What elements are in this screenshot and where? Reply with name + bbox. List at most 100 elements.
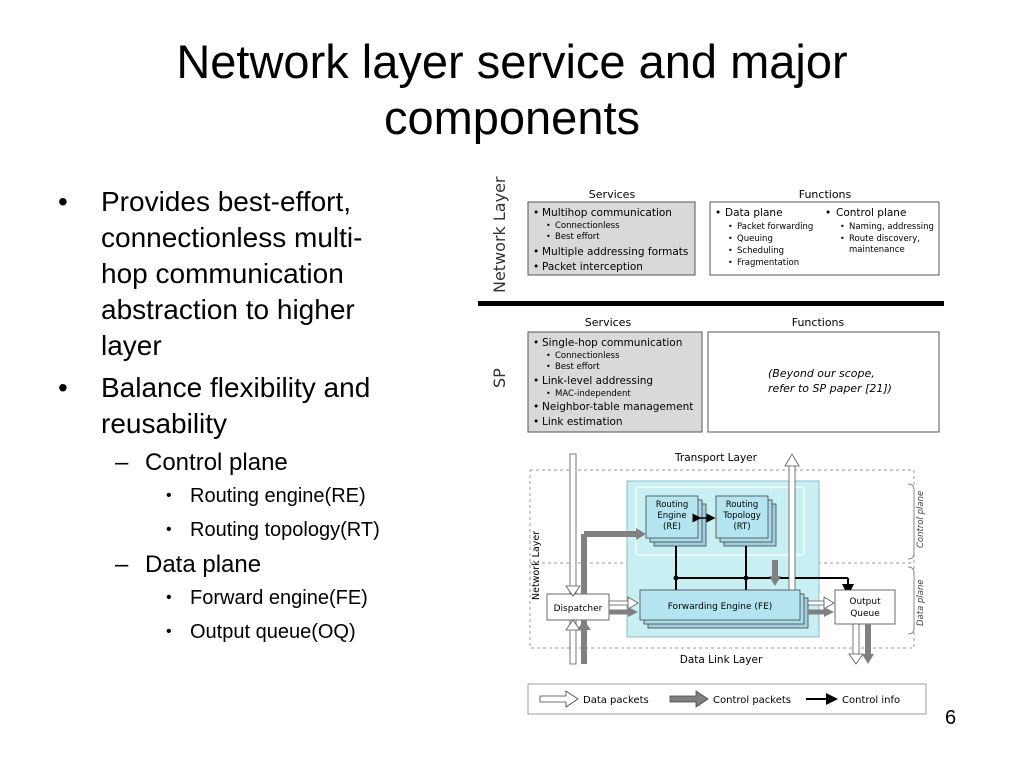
bullet-dot: • bbox=[533, 375, 539, 387]
bullet-best-effort: • Provides best-effort, connectionless m… bbox=[58, 184, 448, 364]
legend-control-info: Control info bbox=[842, 695, 900, 706]
functions-header: Functions bbox=[799, 188, 852, 201]
layer-separator bbox=[478, 301, 944, 306]
control-plane-label: Control plane bbox=[916, 491, 926, 548]
bullet-list: • Provides best-effort, connectionless m… bbox=[58, 184, 448, 652]
sp-service-4: Link estimation bbox=[542, 416, 623, 428]
nl-services-list: • Multihop communication • Connectionles… bbox=[533, 207, 688, 273]
data-packet-arrow bbox=[823, 596, 835, 610]
bullet-line: Balance flexibility and bbox=[101, 372, 371, 403]
nl-service-3: Packet interception bbox=[542, 261, 643, 273]
bullet-marker: • bbox=[166, 487, 172, 504]
nl-services-box bbox=[527, 201, 696, 276]
bullet-marker: • bbox=[166, 623, 172, 640]
sp-service-2: Link-level addressing bbox=[542, 375, 653, 387]
control-region-inner bbox=[635, 486, 805, 556]
sp-service-1: Single-hop communication bbox=[542, 337, 682, 349]
routing-topology-label: (RT) bbox=[733, 522, 750, 532]
bullet-dot: • bbox=[728, 258, 733, 267]
legend-data-packets: Data packets bbox=[583, 695, 649, 706]
dispatcher-label: Dispatcher bbox=[554, 604, 603, 614]
bullet-dot: • bbox=[533, 261, 539, 273]
routing-engine-box bbox=[645, 495, 699, 539]
item-output-queue: • Output queue(OQ) bbox=[58, 618, 448, 646]
bullet-line: hop communication bbox=[101, 258, 344, 289]
dash-marker: – bbox=[115, 449, 129, 476]
bullet-dot: • bbox=[533, 401, 539, 413]
data-packet-arrow bbox=[852, 623, 860, 657]
bullet-line: abstraction to higher bbox=[101, 294, 355, 325]
slide-title: Network layer service and major componen… bbox=[0, 34, 1024, 146]
junction-dot bbox=[743, 575, 749, 581]
output-queue-label: Queue bbox=[850, 609, 880, 619]
legend-box bbox=[527, 683, 927, 715]
nl-func-data-sub: Scheduling bbox=[737, 246, 784, 256]
output-queue-box bbox=[834, 589, 896, 625]
bullet-balance: • Balance flexibility and reusability bbox=[58, 370, 448, 442]
services-header: Services bbox=[589, 188, 636, 201]
bullet-dot: • bbox=[546, 221, 551, 230]
legend-data-arrow bbox=[539, 690, 579, 708]
bullet-line: Provides best-effort, bbox=[101, 186, 352, 217]
control-packet-arrow bbox=[862, 654, 874, 664]
routing-topology-label: Routing bbox=[726, 500, 759, 510]
bullet-dot: • bbox=[715, 207, 721, 219]
data-packet-arrow bbox=[569, 453, 577, 595]
bullet-dot: • bbox=[840, 222, 845, 231]
legend-control-packets: Control packets bbox=[713, 695, 791, 706]
nl-func-control-sub: Route discovery, bbox=[849, 234, 920, 244]
item-label: Routing engine(RE) bbox=[190, 485, 366, 507]
network-layer-label: Network Layer bbox=[490, 176, 509, 293]
junction-dot bbox=[673, 575, 679, 581]
nl-func-data-sub: Fragmentation bbox=[737, 258, 799, 268]
sp-services-list: • Single-hop communication • Connectionl… bbox=[533, 337, 693, 428]
nl-func-data-sub: Queuing bbox=[737, 234, 773, 244]
bullet-dot: • bbox=[825, 207, 831, 219]
bullet-line: layer bbox=[101, 330, 162, 361]
control-packet-arrow bbox=[628, 607, 638, 617]
data-packet-arrow bbox=[608, 600, 631, 606]
nl-func-data-plane: Data plane bbox=[725, 207, 783, 219]
routing-topology-box bbox=[715, 495, 769, 539]
nl-functions-box bbox=[709, 201, 940, 276]
subbullet-label: Control plane bbox=[145, 449, 288, 476]
nl-service-1-sub: Connectionless bbox=[555, 221, 620, 231]
item-forward-engine: • Forward engine(FE) bbox=[58, 584, 448, 612]
bullet-dot: • bbox=[533, 207, 539, 219]
bullet-dot: • bbox=[840, 234, 845, 243]
sp-functions-header: Functions bbox=[792, 316, 845, 329]
nl-service-1: Multihop communication bbox=[542, 207, 672, 219]
bullet-dot: • bbox=[546, 351, 551, 360]
bullet-marker: • bbox=[166, 589, 172, 606]
bullet-dot: • bbox=[533, 416, 539, 428]
network-layer-frame bbox=[529, 469, 915, 649]
nl-func-control-sub: maintenance bbox=[849, 245, 905, 255]
bullet-dot: • bbox=[728, 222, 733, 231]
item-label: Routing topology(RT) bbox=[190, 519, 380, 541]
bullet-dot: • bbox=[533, 246, 539, 258]
dash-marker: – bbox=[115, 551, 129, 578]
architecture-figure: Network Layer Services Functions • Multi… bbox=[470, 168, 950, 723]
routing-engine-label: Routing bbox=[656, 500, 689, 510]
item-label: Output queue(OQ) bbox=[190, 621, 356, 643]
data-packet-arrow bbox=[627, 596, 639, 610]
data-link-layer-label: Data Link Layer bbox=[680, 654, 763, 666]
bullet-marker: • bbox=[58, 186, 68, 217]
data-packet-arrow bbox=[565, 585, 581, 597]
bullet-dot: • bbox=[546, 362, 551, 371]
bullet-dot: • bbox=[728, 234, 733, 243]
sp-services-box bbox=[527, 331, 703, 433]
routing-engine-label: (RE) bbox=[663, 522, 681, 532]
nl-service-1-sub: Best effort bbox=[555, 232, 600, 242]
nl-func-control-plane: Control plane bbox=[836, 207, 906, 219]
bullet-line: connectionless multi- bbox=[101, 222, 363, 253]
bullet-dot: • bbox=[533, 337, 539, 349]
item-routing-engine: • Routing engine(RE) bbox=[58, 482, 448, 510]
legend-control-arrow bbox=[669, 690, 709, 708]
data-plane-label: Data plane bbox=[916, 579, 926, 626]
data-plane-brace bbox=[907, 566, 915, 635]
bullet-dot: • bbox=[728, 246, 733, 255]
control-plane-brace bbox=[907, 483, 915, 560]
forwarding-engine-box bbox=[639, 589, 801, 621]
data-packet-arrow bbox=[807, 600, 826, 606]
